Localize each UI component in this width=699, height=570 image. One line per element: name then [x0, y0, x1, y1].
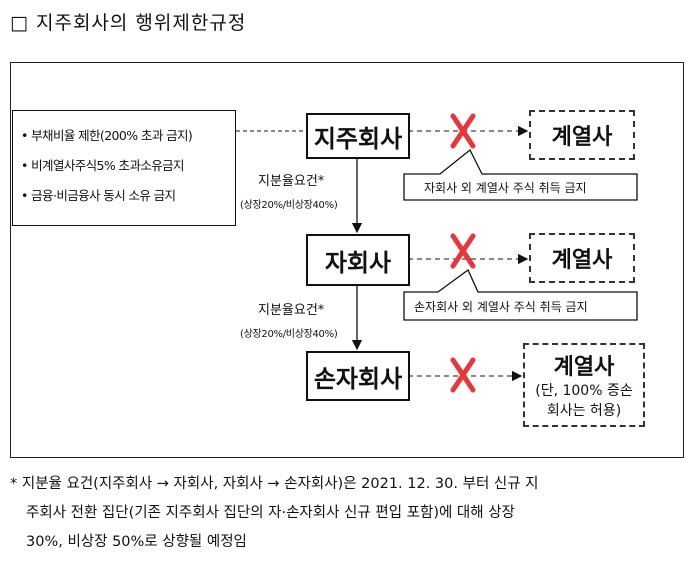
footnote-line: 주회사 전환 집단(기존 지주회사 집단의 자·손자회사 신규 편입 포함)에 … — [26, 505, 515, 521]
bullet: • — [21, 128, 28, 143]
subsidiary-box: 자회사 — [306, 234, 410, 286]
ownership-condition-label: 지분율요건* — [258, 174, 325, 189]
affiliate-exception-note: (단, 100% 증손 — [535, 383, 633, 399]
holding-company-box: 지주회사 — [306, 113, 410, 159]
bullet: • — [21, 158, 28, 173]
diagram-frame — [10, 62, 684, 458]
cross-icon — [450, 113, 476, 149]
affiliate-exception-note: 회사는 허용) — [546, 403, 622, 419]
bullet: • — [21, 188, 28, 203]
restriction-item: • 비계열사주식5% 초과소유금지 — [21, 158, 185, 173]
restriction-item: • 부채비율 제한(200% 초과 금지) — [21, 128, 193, 143]
sub-subsidiary-box: 손자회사 — [306, 351, 410, 401]
ownership-condition-label: 지분율요건* — [258, 303, 325, 318]
ban-callout-1-shape — [403, 148, 638, 201]
ownership-condition-detail: (상장20%/비상장40%) — [240, 200, 338, 211]
ban-note: 손자회사 외 계열사 주식 취득 금지 — [414, 300, 588, 314]
ban-note: 자회사 외 계열사 주식 취득 금지 — [424, 181, 587, 195]
footnote: * 지분율 요건(지주회사 → 자회사, 자회사 → 손자회사)은 2021. … — [10, 470, 685, 557]
restriction-box: • 부채비율 제한(200% 초과 금지) • 비계열사주식5% 초과소유금지 … — [12, 110, 236, 226]
footnote-line: * 지분율 요건(지주회사 → 자회사, 자회사 → 손자회사)은 2021. … — [10, 476, 539, 492]
footnote-line: 30%, 비상장 50%로 상향될 예정임 — [26, 534, 247, 550]
affiliate-box-2: 계열사 — [529, 233, 635, 283]
affiliate-box-1: 계열사 — [529, 110, 635, 160]
ownership-condition-detail: (상장20%/비상장40%) — [240, 329, 338, 340]
affiliate-box-3: 계열사 (단, 100% 증손 회사는 허용) — [523, 343, 645, 427]
page-title: □ 지주회사의 행위제한규정 — [10, 12, 247, 34]
cross-icon — [450, 233, 476, 269]
cross-icon — [450, 357, 476, 393]
ban-callout-2-shape — [403, 269, 638, 321]
restriction-item: • 금융·비금융사 동시 소유 금지 — [21, 188, 176, 203]
